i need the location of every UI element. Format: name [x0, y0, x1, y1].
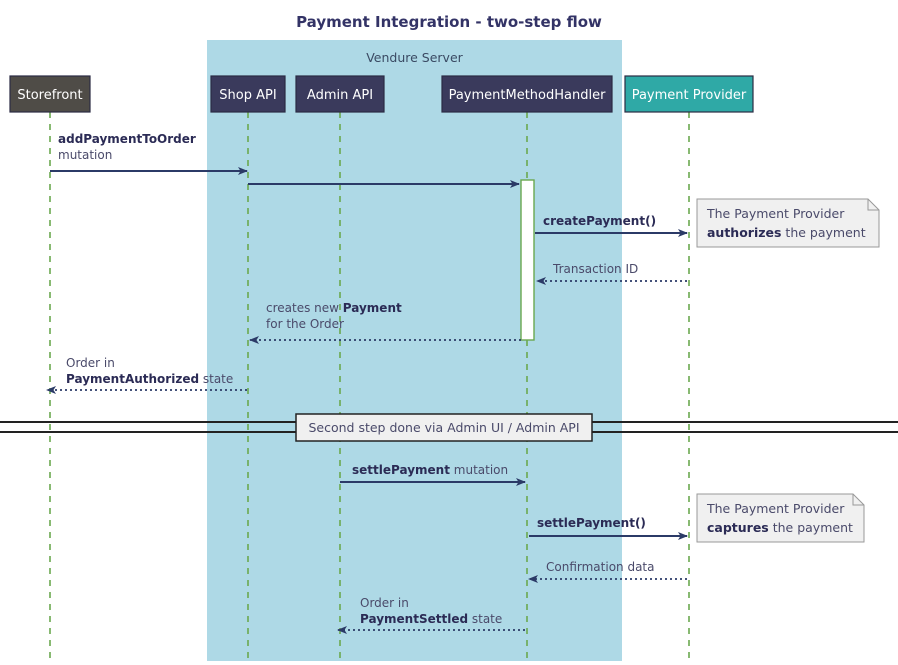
- participant-label-paymentmethodhandler: PaymentMethodHandler: [449, 88, 607, 103]
- message-label-create-payment: createPayment(): [543, 214, 656, 228]
- group-label-vendure-server: Vendure Server: [366, 50, 463, 65]
- message-label-order-payment-settled: PaymentSettled state: [360, 612, 502, 626]
- note-authorizes-text: The Payment Provider: [706, 206, 845, 221]
- group-box-vendure-server: [207, 40, 622, 661]
- note-captures-text: captures the payment: [707, 520, 853, 535]
- participant-box-admin-api[interactable]: [295, 75, 385, 113]
- divider-label: Second step done via Admin UI / Admin AP…: [308, 420, 579, 435]
- activation-bar-paymentmethodhandler: [520, 179, 535, 341]
- participant-box-payment-provider[interactable]: [624, 75, 754, 113]
- note-captures-box: [696, 493, 865, 543]
- note-authorizes-text: authorizes the payment: [707, 225, 866, 240]
- participant-label-shop-api: Shop API: [219, 88, 276, 103]
- message-label-creates-new-payment: for the Order: [266, 317, 344, 331]
- participant-box-storefront[interactable]: [9, 75, 91, 113]
- message-label-order-payment-authorized: PaymentAuthorized state: [66, 372, 233, 386]
- message-label-add-payment-to-order: mutation: [58, 148, 112, 162]
- message-label-order-payment-authorized: Order in: [66, 356, 115, 370]
- participant-label-admin-api: Admin API: [307, 88, 373, 103]
- participant-label-payment-provider: Payment Provider: [632, 88, 747, 103]
- message-label-confirmation-data: Confirmation data: [546, 560, 654, 574]
- participant-box-paymentmethodhandler[interactable]: [441, 75, 613, 113]
- note-authorizes-box: [696, 198, 880, 248]
- message-label-settle-payment-call: settlePayment(): [537, 516, 646, 530]
- diagram-title: Payment Integration - two-step flow: [296, 13, 602, 31]
- note-authorizes-fold-icon: [867, 199, 879, 211]
- divider-box: [295, 413, 593, 442]
- participant-label-storefront: Storefront: [17, 88, 82, 103]
- message-label-add-payment-to-order: addPaymentToOrder: [58, 132, 196, 146]
- message-label-settle-payment-mutation: settlePayment mutation: [352, 463, 508, 477]
- message-label-order-payment-settled: Order in: [360, 596, 409, 610]
- message-label-creates-new-payment: creates new Payment: [266, 301, 402, 315]
- message-label-transaction-id: Transaction ID: [552, 262, 638, 276]
- note-captures-text: The Payment Provider: [706, 501, 845, 516]
- participant-box-shop-api[interactable]: [210, 75, 286, 113]
- note-captures-fold-icon: [852, 494, 864, 506]
